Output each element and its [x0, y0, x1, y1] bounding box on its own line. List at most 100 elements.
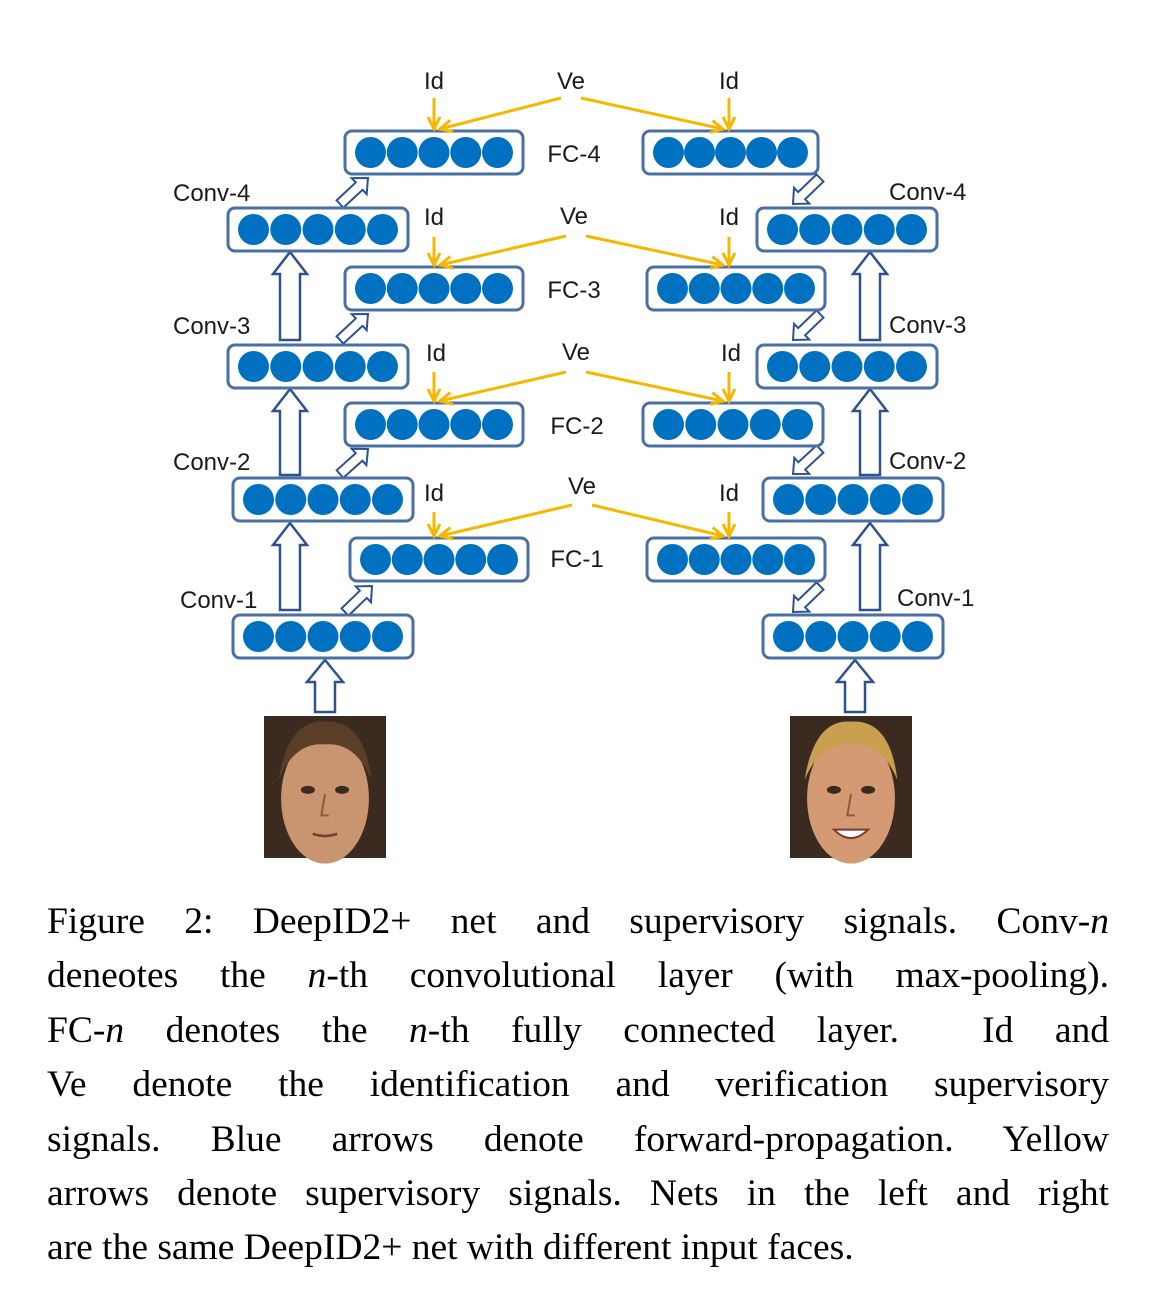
conv-4-right-layer [755, 206, 939, 253]
neuron [752, 544, 784, 575]
face-photo-left [264, 716, 386, 864]
label-conv-4-right: Conv-4 [889, 179, 966, 206]
fc-1-right-layer [645, 536, 827, 583]
fc-2-left-layer [343, 401, 525, 448]
id-arrow-fc4-right [721, 98, 737, 133]
neuron [784, 544, 815, 575]
arrow-head [436, 391, 454, 406]
fc-2-right-layer [641, 401, 825, 448]
neuron [720, 273, 752, 304]
neuron [243, 621, 274, 652]
neuron [653, 137, 684, 168]
conv-1-right-layer [761, 613, 945, 660]
neuron [831, 351, 863, 382]
arrow-head [426, 252, 442, 269]
neuron [487, 544, 518, 575]
neuron [767, 351, 798, 382]
arrow-head [426, 116, 442, 133]
arrow-shaft [585, 234, 724, 267]
arrow-head [436, 255, 454, 270]
label-id-fc4-left: Id [424, 68, 444, 95]
label-conv-3-right: Conv-3 [889, 312, 966, 339]
neuron [386, 137, 418, 168]
neuron [238, 351, 269, 382]
arrow-head [709, 391, 727, 406]
caption-line-6: arrows denote supervisory signals. Nets … [47, 1173, 1109, 1215]
fc-1-left-layer [348, 536, 530, 583]
caption-line-5: signals. Blue arrows denote forward-prop… [47, 1118, 1109, 1160]
neuron [334, 214, 366, 245]
forward-arrow-conv4-fc4-right [791, 172, 825, 206]
label-id-fc2-left: Id [426, 340, 446, 367]
eye-left [826, 785, 841, 794]
neuron [302, 351, 334, 382]
neuron [450, 137, 482, 168]
conv-3-right-layer [755, 343, 939, 390]
neuron [355, 137, 386, 168]
neuron [869, 621, 901, 652]
figure-caption: Figure 2: DeepID2+ net and supervisory s… [47, 895, 1109, 1276]
supervisory-arrows [426, 96, 737, 541]
neuron [355, 409, 386, 440]
neuron [360, 544, 391, 575]
fc-3-right-layer [645, 265, 827, 312]
label-conv-2-right: Conv-2 [889, 448, 966, 475]
neuron [334, 351, 366, 382]
neuron [777, 137, 808, 168]
label-conv-3-left: Conv-3 [173, 313, 250, 340]
neuron [418, 137, 450, 168]
neuron [391, 544, 423, 575]
neuron [450, 409, 482, 440]
eye-right [335, 785, 350, 794]
forward-arrow-conv3-conv4-left [270, 249, 310, 342]
neuron [773, 621, 804, 652]
label-fc-4: FC-4 [547, 141, 600, 168]
arrow-shaft [439, 503, 573, 538]
id-arrow-fc3-right [721, 237, 737, 269]
arrow-head [721, 116, 737, 133]
neuron [657, 544, 688, 575]
neuron [302, 214, 334, 245]
arrow-head [709, 526, 727, 541]
neuron [688, 273, 720, 304]
arrow-head [721, 252, 737, 269]
forward-arrow-conv3-fc3-left [335, 312, 370, 346]
ve-arrow-fc4-left [436, 96, 562, 134]
neuron [270, 214, 302, 245]
arrow-shaft [439, 370, 567, 403]
neuron [482, 273, 513, 304]
neuron [339, 484, 371, 515]
neuron [869, 484, 901, 515]
caption-line-4: Ve denote the identification and verific… [47, 1064, 1109, 1106]
conv-1-left-layer [231, 613, 415, 660]
neuron [799, 351, 831, 382]
label-ve-fc2: Ve [562, 339, 590, 366]
neuron [902, 621, 933, 652]
neuron [275, 621, 307, 652]
conv-3-left-layer [226, 343, 410, 390]
forward-arrow-conv2-fc2-left [335, 447, 370, 480]
neuron [767, 214, 798, 245]
neuron [307, 484, 339, 515]
label-fc-1: FC-1 [550, 546, 603, 573]
conv-2-right-layer [761, 476, 945, 523]
neuron [418, 409, 450, 440]
input-faces [264, 716, 912, 864]
conv-2-left-layer [231, 476, 415, 523]
ve-arrow-fc4-right [580, 96, 727, 134]
arrow-head [709, 255, 727, 270]
hair [804, 721, 898, 780]
arrow-shaft [439, 96, 562, 131]
forward-arrow-conv3-fc3-right [791, 308, 825, 342]
neuron [243, 484, 274, 515]
deepid2-network-diagram: Conv-1Conv-2Conv-3Conv-4Conv-1Conv-2Conv… [173, 68, 974, 864]
caption-line-3: FC-n denotes the n-th fully connected la… [47, 1009, 1109, 1051]
ve-arrow-fc2-right [585, 370, 727, 406]
label-fc-2: FC-2 [550, 413, 603, 440]
forward-arrow-conv1-conv2-right [850, 520, 890, 612]
forward-arrow-conv4-fc4-left [335, 176, 370, 210]
forward-arrow-conv1-fc1-left [340, 584, 374, 618]
neuron [746, 137, 777, 168]
label-id-fc2-right: Id [721, 340, 741, 367]
arrow-shaft [591, 503, 724, 538]
